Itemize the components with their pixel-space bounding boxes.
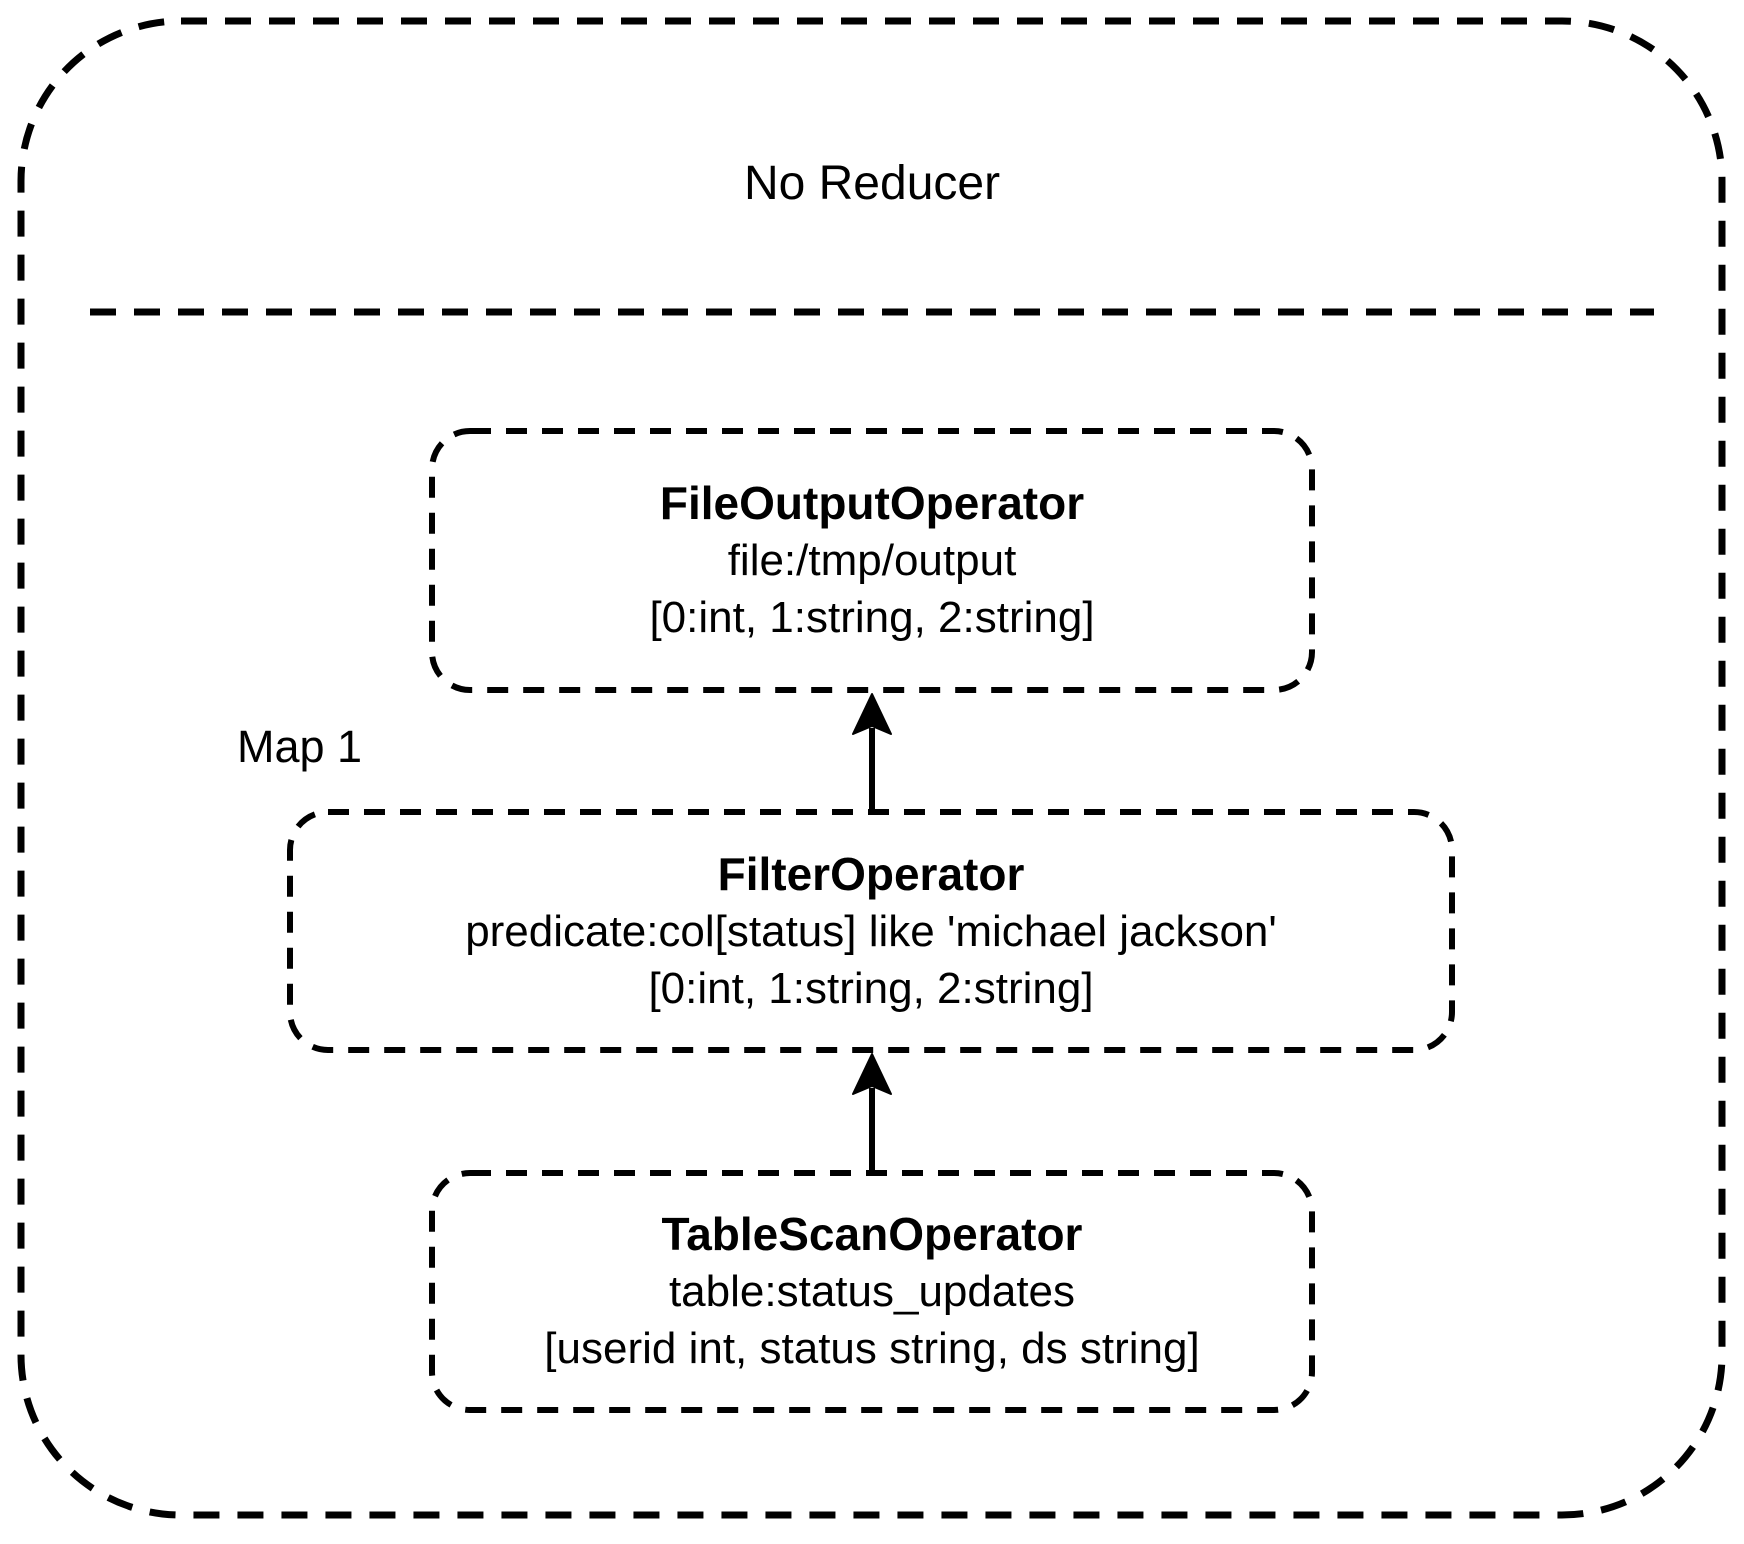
operator-schema: [0:int, 1:string, 2:string]	[649, 593, 1095, 642]
map-stage-label: Map 1	[237, 721, 363, 772]
edge-tablescan-to-filter-arrow	[852, 1053, 892, 1172]
node-filter-operator: FilterOperator predicate:col[status] lik…	[290, 812, 1452, 1050]
operator-name: FileOutputOperator	[659, 477, 1085, 529]
node-file-output-operator: FileOutputOperator file:/tmp/output [0:i…	[432, 431, 1312, 690]
edge-filter-to-fileoutput-arrowhead-icon	[852, 693, 892, 735]
cluster-title: No Reducer	[743, 157, 1001, 210]
operator-schema: [userid int, status string, ds string]	[544, 1324, 1200, 1373]
operator-name: TableScanOperator	[661, 1208, 1083, 1260]
cluster-border	[17, 17, 1726, 1519]
edge-tablescan-to-filter-arrowhead-icon	[852, 1053, 892, 1095]
edge-filter-to-fileoutput-arrow	[852, 693, 892, 812]
node-table-scan-operator: TableScanOperator table:status_updates […	[432, 1173, 1312, 1410]
file-output-operator-border	[429, 428, 1315, 693]
operator-name: FilterOperator	[717, 847, 1025, 900]
operator-detail: file:/tmp/output	[727, 536, 1017, 585]
table-scan-operator-border	[429, 1170, 1315, 1413]
operator-detail: table:status_updates	[668, 1267, 1076, 1316]
operator-detail: predicate:col[status] like 'michael jack…	[465, 906, 1277, 956]
operator-schema: [0:int, 1:string, 2:string]	[648, 963, 1094, 1013]
